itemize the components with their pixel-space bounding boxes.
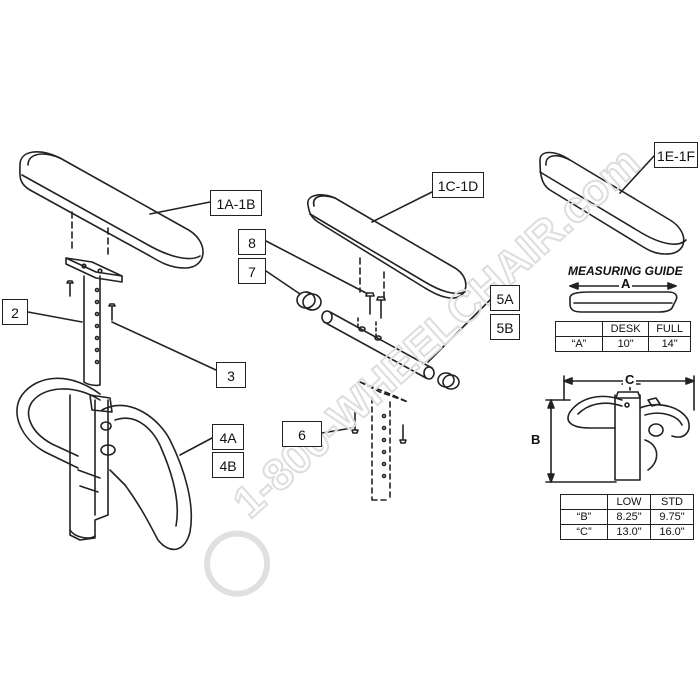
table-bc-corner [560,494,608,510]
armrest-frame-left [16,377,193,551]
end-cap [437,372,460,390]
bushing-7 [296,291,322,311]
callout-3: 3 [216,362,246,388]
leader-3 [111,321,217,371]
table-bc-col-std: STD [650,494,694,510]
table-bc-row-b-std: 9.75" [650,509,694,525]
callout-4b: 4B [212,452,244,478]
table-bc-row-c-label: “C” [560,524,608,540]
armpad-1e-1f [539,151,687,255]
table-a-corner [555,321,603,337]
table-bc-header: LOW STD [560,494,694,510]
callout-6: 6 [282,421,322,447]
guide-frame [567,383,690,481]
table-bc-row-c-std: 16.0" [650,524,694,540]
leader-4 [179,437,213,456]
table-a-col-desk: DESK [601,321,650,337]
leader-1a-1b [149,201,211,215]
table-a-desk-value: 10" [601,336,650,352]
callout-1c-1d: 1C-1D [432,172,484,198]
leader-1e-1f [619,155,655,194]
table-bc: LOW STD “B” 8.25" 9.75" “C” 13.0" 16.0" [560,494,694,540]
callout-5a: 5A [490,285,520,311]
watermark-logo [204,530,271,597]
screw-3 [108,303,116,321]
armpad-1a-1b [19,151,204,269]
callout-5b: 5B [490,314,520,340]
table-bc-row-b: “B” 8.25" 9.75" [560,509,694,525]
dimension-b-arrow [545,399,617,483]
callout-2: 2 [2,299,28,325]
callout-4a: 4A [212,424,244,450]
table-a-row-label: “A” [555,336,603,352]
leader-5 [427,299,491,363]
leader-2 [27,311,83,323]
dimension-c-label: C [623,372,637,387]
arm-post-left [83,275,101,387]
table-a: DESK FULL “A” 10" 14" [555,321,691,352]
table-bc-row-b-label: “B” [560,509,608,525]
leader-1c-1d [371,191,433,223]
table-bc-row-c-low: 13.0" [607,524,651,540]
measuring-guide-title: MEASURING GUIDE [568,264,683,278]
callout-7: 7 [238,258,266,284]
callout-8: 8 [238,229,266,255]
leader-6 [321,427,353,434]
callout-1e-1f: 1E-1F [654,142,698,168]
arm-post-right [359,381,409,501]
screw-6 [351,411,407,444]
table-bc-col-low: LOW [607,494,651,510]
screw-left [66,280,74,297]
table-a-header: DESK FULL [555,321,691,337]
table-bc-row-b-low: 8.25" [607,509,651,525]
post-holes [381,413,387,479]
table-a-full-value: 14" [648,336,691,352]
dimension-b-label: B [531,432,541,447]
table-a-col-full: FULL [648,321,691,337]
dimension-a-label: A [619,276,633,291]
callout-1a-1b: 1A-1B [210,190,262,216]
tube-5a-5b [321,310,435,380]
table-bc-row-c: “C” 13.0" 16.0" [560,524,694,540]
armpad-1c-1d [307,194,467,299]
table-a-row: “A” 10" 14" [555,336,691,352]
guide-armpad [569,291,678,313]
leader-7 [265,270,301,295]
screw-8 [365,292,386,319]
leader-8 [265,240,367,294]
mount-plate-left [65,257,123,283]
